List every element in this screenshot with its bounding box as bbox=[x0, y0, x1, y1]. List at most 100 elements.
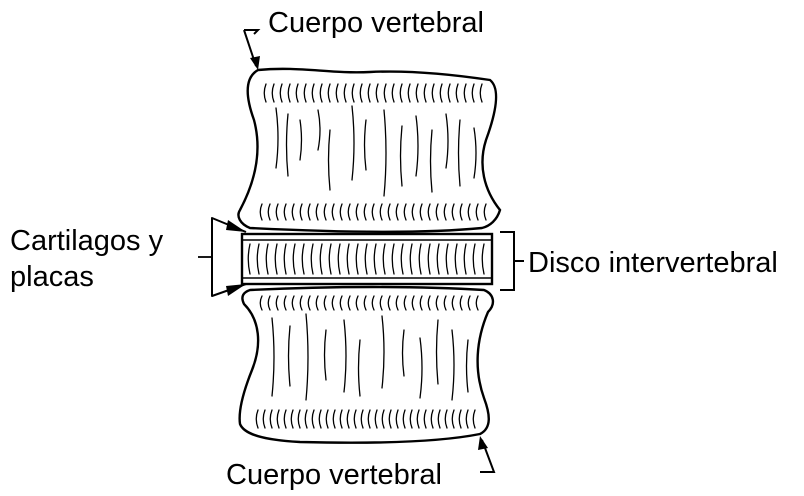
rim-fiber bbox=[300, 296, 302, 310]
top-body-striations bbox=[276, 106, 476, 196]
rim-fiber bbox=[340, 204, 342, 220]
rim-fiber bbox=[256, 410, 258, 428]
rim-fiber bbox=[352, 84, 354, 102]
body-striation bbox=[289, 326, 291, 386]
bottom-lower-rim-fibers bbox=[256, 410, 475, 428]
rim-fiber bbox=[396, 410, 398, 428]
body-striation bbox=[459, 120, 461, 186]
rim-fiber bbox=[260, 296, 262, 310]
disc-fiber bbox=[410, 244, 412, 274]
disc-bracket-shape bbox=[500, 232, 514, 290]
rim-fiber bbox=[308, 204, 310, 220]
disc-fiber bbox=[293, 244, 295, 274]
rim-fiber bbox=[333, 410, 335, 428]
bottom-body-pointer bbox=[478, 436, 494, 472]
rim-fiber bbox=[420, 204, 422, 220]
top-body-arrowhead bbox=[250, 56, 260, 70]
body-striation bbox=[452, 330, 454, 400]
rim-fiber bbox=[263, 410, 265, 428]
rim-fiber bbox=[368, 410, 370, 428]
rim-fiber bbox=[292, 296, 294, 310]
rim-fiber bbox=[444, 204, 446, 220]
rim-fiber bbox=[308, 296, 310, 310]
rim-fiber bbox=[460, 296, 462, 310]
rim-fiber bbox=[380, 296, 382, 310]
rim-fiber bbox=[372, 204, 374, 220]
rim-fiber bbox=[424, 410, 426, 428]
label-cartilage-line-1: Cartilagos y bbox=[10, 225, 164, 257]
rim-fiber bbox=[288, 84, 290, 102]
rim-fiber bbox=[272, 84, 274, 102]
rim-fiber bbox=[328, 84, 330, 102]
disc-fiber bbox=[266, 244, 268, 274]
disc-fiber bbox=[356, 244, 358, 274]
rim-fiber bbox=[372, 296, 374, 310]
label-bottom-vertebral-body: Cuerpo vertebral bbox=[226, 459, 442, 491]
rim-fiber bbox=[459, 410, 461, 428]
body-striation bbox=[384, 110, 386, 196]
rim-fiber bbox=[404, 204, 406, 220]
rim-fiber bbox=[466, 410, 468, 428]
label-top-vertebral-body: Cuerpo vertebral bbox=[268, 7, 484, 39]
rim-fiber bbox=[277, 410, 279, 428]
disc-fiber bbox=[257, 244, 259, 274]
disc-fiber bbox=[437, 244, 439, 274]
rim-fiber bbox=[260, 204, 262, 220]
body-striation bbox=[287, 114, 289, 176]
rim-fiber bbox=[356, 204, 358, 220]
rim-fiber bbox=[396, 204, 398, 220]
rim-fiber bbox=[404, 296, 406, 310]
rim-fiber bbox=[416, 84, 418, 102]
disc-fiber bbox=[446, 244, 448, 274]
body-striation bbox=[420, 338, 422, 398]
rim-fiber bbox=[348, 296, 350, 310]
rim-fiber bbox=[319, 410, 321, 428]
disc-band bbox=[242, 234, 492, 284]
rim-fiber bbox=[375, 410, 377, 428]
rim-fiber bbox=[476, 296, 478, 310]
rim-fiber bbox=[472, 84, 474, 102]
label-intervertebral-disc: Disco intervertebral bbox=[528, 247, 778, 279]
body-striation bbox=[446, 114, 448, 168]
bottom-vertebral-body bbox=[240, 287, 493, 443]
rim-fiber bbox=[354, 410, 356, 428]
body-striation bbox=[325, 330, 327, 380]
rim-fiber bbox=[412, 296, 414, 310]
disc-bracket bbox=[500, 232, 524, 290]
rim-fiber bbox=[368, 84, 370, 102]
rim-fiber bbox=[364, 204, 366, 220]
body-striation bbox=[329, 130, 331, 190]
disc-fiber bbox=[347, 244, 349, 274]
rim-fiber bbox=[268, 296, 270, 310]
body-striation bbox=[474, 128, 476, 178]
body-striation bbox=[344, 320, 346, 392]
rim-fiber bbox=[424, 84, 426, 102]
rim-fiber bbox=[468, 204, 470, 220]
rim-fiber bbox=[456, 84, 458, 102]
rim-fiber bbox=[280, 84, 282, 102]
rim-fiber bbox=[324, 204, 326, 220]
rim-fiber bbox=[403, 410, 405, 428]
body-striation bbox=[401, 126, 403, 186]
rim-fiber bbox=[320, 84, 322, 102]
intervertebral-disc bbox=[242, 234, 492, 284]
rim-fiber bbox=[336, 84, 338, 102]
rim-fiber bbox=[312, 84, 314, 102]
disc-fiber bbox=[482, 244, 484, 274]
bottom-body-arrowhead bbox=[478, 436, 488, 450]
rim-fiber bbox=[452, 296, 454, 310]
rim-fiber bbox=[396, 296, 398, 310]
rim-fiber bbox=[326, 410, 328, 428]
label-cartilage-line-2: placas bbox=[10, 261, 94, 293]
rim-fiber bbox=[305, 410, 307, 428]
rim-fiber bbox=[382, 410, 384, 428]
body-striation bbox=[365, 120, 367, 170]
rim-fiber bbox=[284, 296, 286, 310]
body-striation bbox=[431, 130, 433, 192]
disc-annulus-fibers bbox=[248, 244, 484, 274]
rim-fiber bbox=[348, 204, 350, 220]
disc-fiber bbox=[248, 244, 250, 274]
rim-fiber bbox=[484, 204, 486, 220]
rim-fiber bbox=[389, 410, 391, 428]
